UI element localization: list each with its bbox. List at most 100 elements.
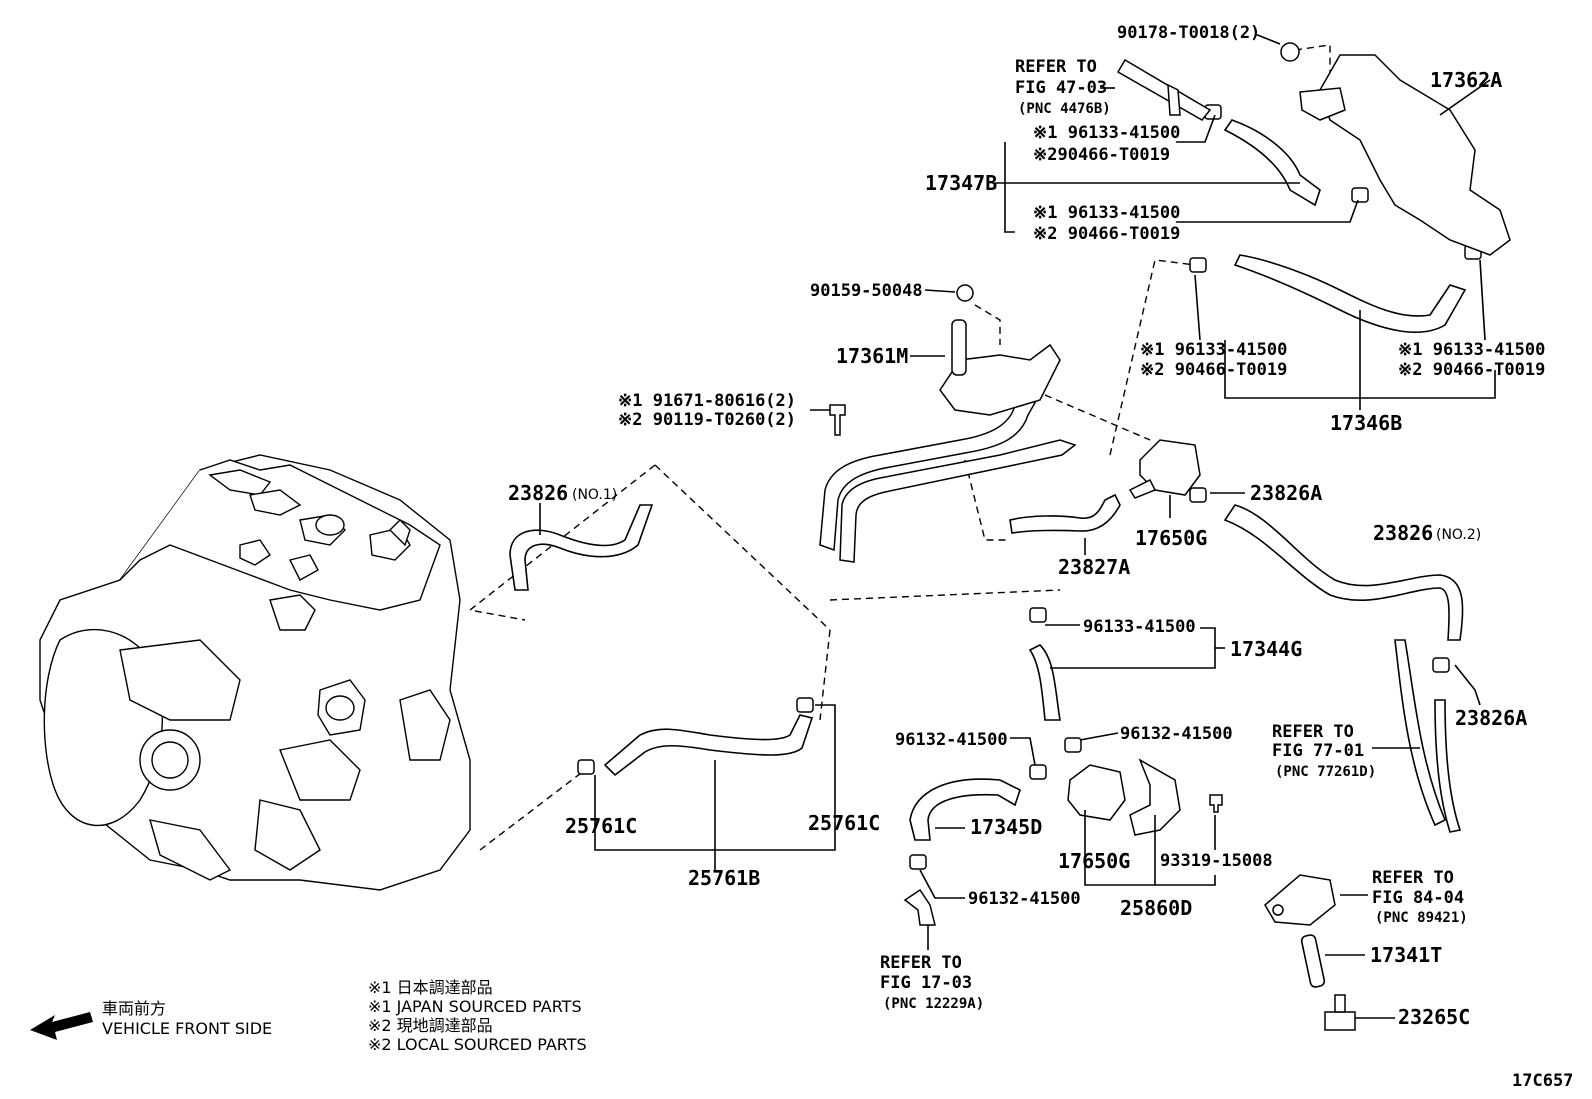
hose-23826-no2: [1223, 504, 1464, 641]
clamp-23826a-upper-icon: [1189, 487, 1207, 503]
label-25761c-right: 25761C: [808, 811, 880, 835]
label-refer77-line3: (PNC 77261D): [1275, 764, 1376, 780]
label-refer84-line1: REFER TO: [1372, 868, 1454, 888]
label-note2-b: ※2 90466-T0019: [1033, 224, 1180, 244]
hose-17341t: [1300, 934, 1326, 988]
label-23826a-lower: 23826A: [1455, 706, 1527, 730]
label-refer47-line2: FIG 47-03: [1015, 78, 1107, 98]
label-90159: 90159-50048: [810, 281, 923, 301]
label-17346b: 17346B: [1330, 411, 1402, 435]
label-23826a-upper: 23826A: [1250, 481, 1322, 505]
label-note2-d: ※2 90466-T0019: [1398, 360, 1545, 380]
bolt-93319-icon: [1209, 794, 1223, 813]
label-23826-no1: 23826: [508, 481, 568, 505]
label-23826-no2-suffix: (NO.2): [1436, 527, 1481, 543]
label-17347b: 17347B: [925, 171, 997, 195]
bracket-17362a-plate: [1299, 87, 1346, 121]
pipe-assembly-17361m-branch: [839, 439, 1077, 563]
bracket-17362a: [1319, 54, 1511, 256]
bracket-17361m: [939, 343, 1061, 416]
front-arrow-icon: [30, 1012, 93, 1040]
leader-lines: [539, 33, 1496, 1019]
hose-17346b: [1233, 254, 1467, 333]
figure-code: 17C657: [1512, 1071, 1573, 1091]
clamp-25761c-left-icon: [577, 759, 595, 775]
label-note1-b: ※1 96133-41500: [1033, 203, 1180, 223]
label-23827a: 23827A: [1058, 555, 1130, 579]
hose-25761b: [603, 714, 814, 777]
bolt-90159-icon: [956, 284, 974, 302]
legend-line-4: ※2 LOCAL SOURCED PARTS: [368, 1035, 587, 1054]
engine-illustration: [39, 454, 471, 891]
fitting-refer-17-03: [903, 888, 936, 926]
front-label-jp: 車両前方: [102, 999, 166, 1018]
label-17361m: 17361M: [836, 344, 908, 368]
label-refer84-line2: FIG 84-04: [1372, 888, 1464, 908]
label-note2-a: ※290466-T0019: [1033, 145, 1170, 165]
clamp-96132-right-icon: [1064, 737, 1082, 753]
pipe-refer-77-01-second: [1434, 699, 1462, 833]
clamp-25761c-right-icon: [796, 697, 814, 713]
valve-17650g-upper: [1139, 439, 1201, 496]
label-17344g: 17344G: [1230, 637, 1302, 661]
label-25860d: 25860D: [1120, 896, 1192, 920]
label-17650g-upper: 17650G: [1135, 526, 1207, 550]
sensor-refer-84-04: [1264, 874, 1336, 926]
label-17650g-lower: 17650G: [1058, 849, 1130, 873]
clamp-17347b-lower-icon: [1351, 187, 1369, 203]
valve-23265c-stem: [1334, 994, 1346, 1013]
label-bolt-note1: ※1 91671-80616(2): [618, 391, 796, 411]
label-note1-c: ※1 96133-41500: [1140, 340, 1287, 360]
front-label-en: VEHICLE FRONT SIDE: [102, 1019, 272, 1038]
label-23826-no2: 23826: [1373, 521, 1433, 545]
clamp-23826a-lower-icon: [1432, 657, 1450, 673]
label-refer77-line2: FIG 77-01: [1272, 741, 1364, 761]
label-17362a: 17362A: [1430, 68, 1502, 92]
label-refer17-line3: (PNC 12229A): [883, 996, 984, 1012]
label-refer47-line3: (PNC 4476B): [1018, 101, 1111, 117]
part-labels: 90178-T0018(2) REFER TO FIG 47-03 (PNC 4…: [508, 23, 1545, 1029]
sensor-mount-hole-icon: [1272, 904, 1284, 916]
label-23265c: 23265C: [1398, 1005, 1470, 1029]
label-90178: 90178-T0018(2): [1117, 23, 1260, 43]
hose-17344g: [1028, 644, 1061, 721]
bolt-91671-icon: [829, 404, 846, 436]
label-96132-lower: 96132-41500: [968, 889, 1081, 909]
label-23826-no1-suffix: (NO.1): [572, 487, 617, 503]
label-refer47-line1: REFER TO: [1015, 57, 1097, 77]
label-17341t: 17341T: [1370, 943, 1442, 967]
legend-line-1: ※1 日本調達部品: [368, 978, 493, 997]
label-93319: 93319-15008: [1160, 851, 1273, 871]
label-bolt-note2: ※2 90119-T0260(2): [618, 410, 796, 430]
clamp-96133-icon: [1029, 607, 1047, 623]
label-note2-c: ※2 90466-T0019: [1140, 360, 1287, 380]
legend-line-3: ※2 現地調達部品: [368, 1016, 493, 1035]
label-note1-d: ※1 96133-41500: [1398, 340, 1545, 360]
hose-23826-no1: [509, 504, 654, 591]
label-refer77-line1: REFER TO: [1272, 722, 1354, 742]
label-refer84-line3: (PNC 89421): [1375, 910, 1468, 926]
label-note1-a: ※1 96133-41500: [1033, 123, 1180, 143]
hose-17347b: [1223, 119, 1321, 207]
hose-23827a: [1009, 493, 1121, 534]
clamp-17346b-left-icon: [1189, 257, 1207, 273]
legend: ※1 日本調達部品 ※1 JAPAN SOURCED PARTS ※2 現地調達…: [102, 978, 1573, 1091]
valve-17650g-lower: [1067, 764, 1126, 821]
valve-23265c: [1324, 1011, 1356, 1031]
nut-90178-icon: [1280, 42, 1300, 62]
label-25761c-left: 25761C: [565, 814, 637, 838]
hose-17345d: [909, 778, 1021, 841]
legend-line-2: ※1 JAPAN SOURCED PARTS: [368, 997, 582, 1016]
label-96132-right: 96132-41500: [1120, 724, 1233, 744]
label-25761b: 25761B: [688, 866, 760, 890]
pipe-refer-47-03: [1116, 58, 1212, 121]
label-96133: 96133-41500: [1083, 617, 1196, 637]
clamp-96132-lower-icon: [909, 854, 927, 870]
pipe-stub-17361m: [951, 319, 967, 376]
pipe-refer-47-03-stub: [1167, 83, 1181, 116]
label-17345d: 17345D: [970, 815, 1042, 839]
label-refer17-line2: FIG 17-03: [880, 973, 972, 993]
label-96132-left: 96132-41500: [895, 730, 1008, 750]
valve-17650g-upper-port: [1128, 478, 1157, 499]
